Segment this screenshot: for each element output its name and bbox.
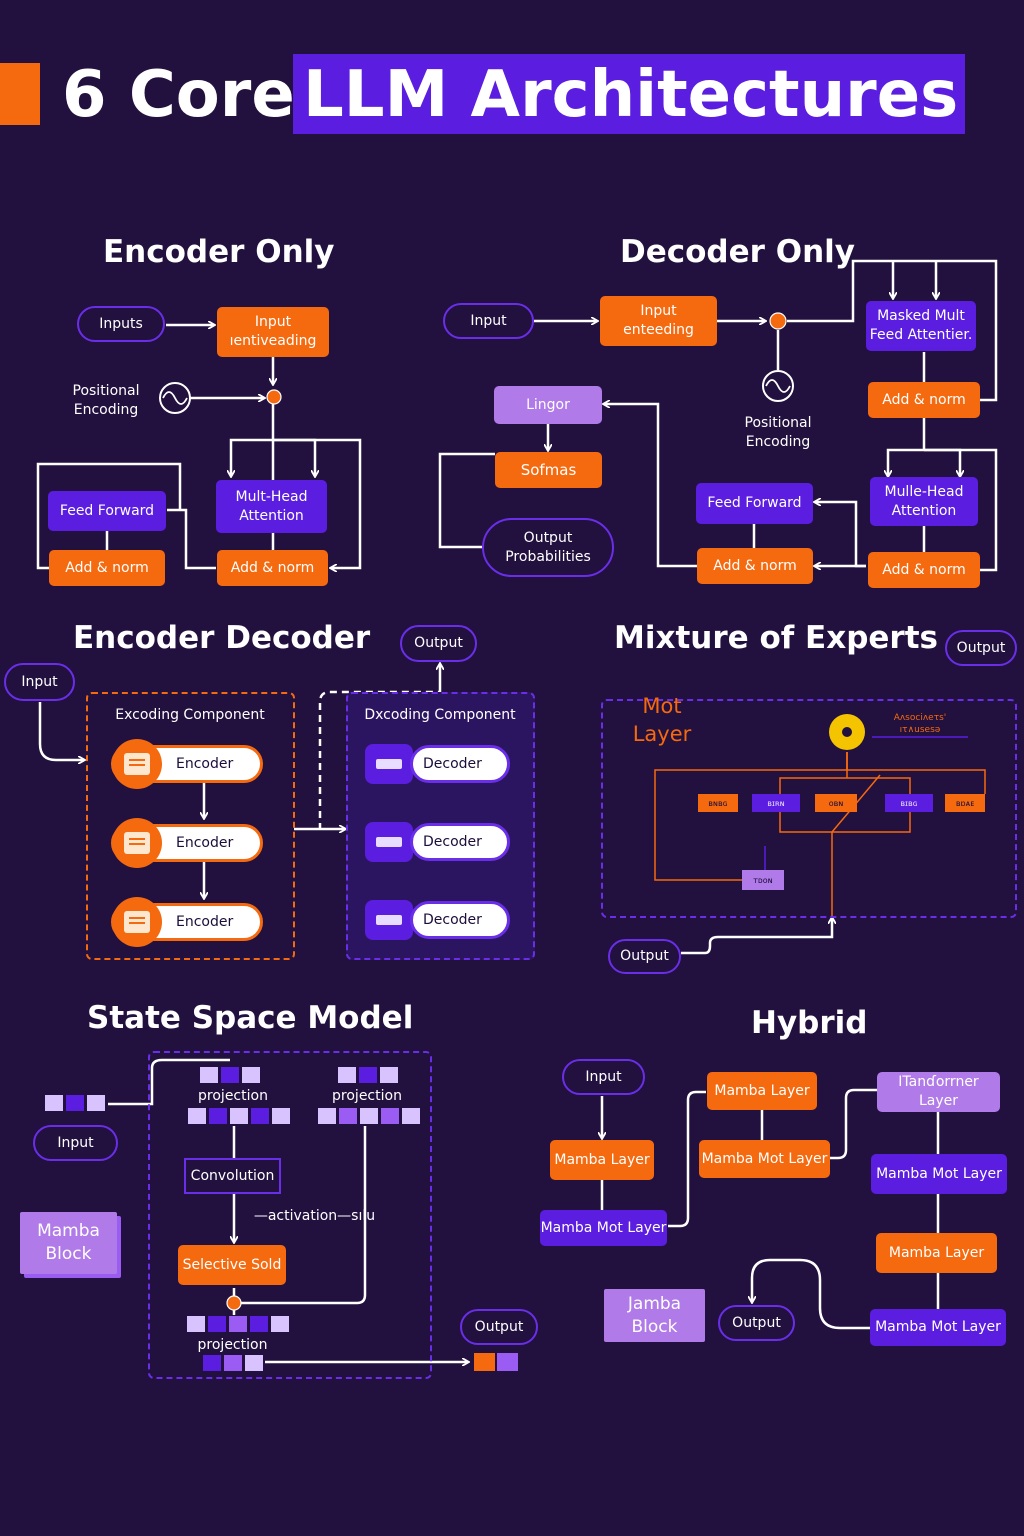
moe-router-label: Aʌsociʌeτs' ıτ∧usesə	[893, 712, 947, 735]
hybrid-jamba-block: Jamba Block	[604, 1289, 705, 1342]
hybrid-transformer-layer: ITanɗorrner Layer	[877, 1072, 1000, 1112]
encoder-only-feed-forward: Feed Forward	[48, 491, 166, 531]
ssm-output-cells	[474, 1353, 518, 1371]
ssm-right-bottom-cells	[318, 1108, 420, 1124]
decoder-only-masked-attention: Masked Mult Feed Attentier.	[866, 301, 976, 351]
decoder-only-feed-forward: Feed Forward	[696, 483, 813, 524]
encoding-component-label: Excoding Component	[115, 706, 265, 723]
decoder-only-add-norm-1: Add & norm	[868, 382, 980, 418]
moe-output-bottom: Output	[608, 939, 681, 974]
ssm-bottom-top-cells	[187, 1316, 289, 1332]
encoder-only-add-norm-left: Add & norm	[49, 550, 165, 586]
hybrid-col1-mamba-layer: Mamba Layer	[550, 1140, 654, 1180]
hybrid-col3-mamba-mot-layer-1: Mamba Mot Layer	[871, 1154, 1007, 1194]
ssm-bottom-cells	[203, 1355, 263, 1371]
ssm-left-top-cells	[200, 1067, 260, 1083]
ssm-selective: Selective Sold	[178, 1245, 286, 1285]
decoder-only-softmax: Sofmas	[495, 452, 602, 488]
decoder-only-linear: Lingor	[494, 386, 602, 424]
ssm-projection-right: projection	[332, 1087, 402, 1104]
title-part1: 6 Core	[62, 58, 295, 132]
title-accent-bar	[0, 63, 40, 125]
decoder-icon-3	[365, 900, 413, 940]
decoder-only-add-norm-3: Add & norm	[697, 548, 813, 584]
decoder-block-3: Decoder	[410, 901, 510, 939]
encoder-decoder-title: Encoder Decoder	[73, 620, 371, 656]
moe-small-box: ᴛᴅᴏɴ	[742, 870, 784, 890]
ssm-input: Input	[33, 1125, 118, 1161]
ssm-output: Output	[460, 1309, 538, 1345]
moe-layer-label: Mot Layer	[632, 693, 692, 746]
encoder-only-add-norm-right: Add & norm	[217, 550, 328, 586]
ssm-projection-bottom: projection	[197, 1336, 268, 1353]
moe-expert-1: ʙɴʙɢ	[698, 794, 738, 812]
decoder-block-1: Decoder	[410, 745, 510, 783]
ssm-mamba-block: Mamba Block	[20, 1212, 117, 1274]
moe-expert-3: ᴏʙɴ	[815, 794, 857, 812]
hybrid-col2-mamba-layer: Mamba Layer	[707, 1072, 817, 1110]
ssm-input-cells	[45, 1095, 105, 1111]
decoder-icon-1	[365, 744, 413, 784]
encoder-only-multi-head-attention: Mult-Head Attention	[216, 480, 327, 533]
moe-expert-4: ʙɪʙɢ	[885, 794, 933, 812]
decoder-only-positional-label: Positional Encoding	[744, 415, 812, 450]
decoder-only-input: Input	[443, 303, 534, 339]
ssm-mamba-box	[148, 1051, 432, 1379]
encoder-only-inputs: Inputs	[77, 306, 165, 342]
decoding-component-label: Dxcoding Component	[364, 706, 516, 723]
decoder-only-output-probabilities: Output Probabilities	[482, 518, 614, 577]
moe-expert-5: ʙɒᴀᴇ	[945, 794, 985, 812]
encoding-component-box	[86, 692, 295, 960]
decoder-only-multi-head-attention: Mulle-Head Attention	[870, 477, 978, 526]
encoder-decoder-output: Output	[400, 625, 477, 662]
ssm-convolution: Convolution	[184, 1158, 281, 1194]
decoder-only-input-embedding: Input enteeding	[600, 296, 717, 346]
hybrid-col3-mamba-layer: Mamba Layer	[876, 1233, 997, 1273]
hybrid-col3-mamba-mot-layer-2: Mamba Mot Layer	[870, 1309, 1006, 1346]
encoder-decoder-input: Input	[4, 663, 75, 701]
hybrid-title: Hybrid	[751, 1005, 868, 1041]
encoder-icon-3	[112, 897, 162, 947]
encoder-only-title: Encoder Only	[103, 234, 335, 270]
title-part2: LLM Architectures	[303, 58, 959, 132]
decoder-only-add-norm-2: Add & norm	[868, 552, 980, 588]
decoder-block-2: Decoder	[410, 823, 510, 861]
moe-output-top: Output	[945, 630, 1017, 666]
encoder-only-positional-label: Positional Encoding	[72, 383, 140, 418]
hybrid-col1-mamba-mot-layer: Mamba Mot Layer	[540, 1210, 667, 1246]
ssm-right-top-cells	[338, 1067, 398, 1083]
hybrid-col2-mamba-mot-layer: Mamba Mot Layer	[699, 1140, 830, 1178]
title-highlight	[293, 54, 965, 134]
ssm-projection-left: projection	[198, 1087, 268, 1104]
moe-title: Mixture of Experts	[614, 620, 938, 656]
ssm-title: State Space Model	[87, 1000, 414, 1036]
ssm-left-bottom-cells	[188, 1108, 290, 1124]
decoder-only-title: Decoder Only	[620, 234, 855, 270]
hybrid-output: Output	[718, 1305, 795, 1341]
encoder-icon-1	[112, 739, 162, 789]
hybrid-input: Input	[562, 1059, 645, 1095]
encoder-only-input-embedding: Input ıentiveading	[217, 307, 329, 357]
decoder-icon-2	[365, 822, 413, 862]
ssm-activation: —activation—sılu	[253, 1207, 376, 1224]
moe-layer-box	[601, 699, 1017, 918]
moe-expert-2: ʙɪʀɴ	[752, 794, 800, 812]
encoder-icon-2	[112, 818, 162, 868]
